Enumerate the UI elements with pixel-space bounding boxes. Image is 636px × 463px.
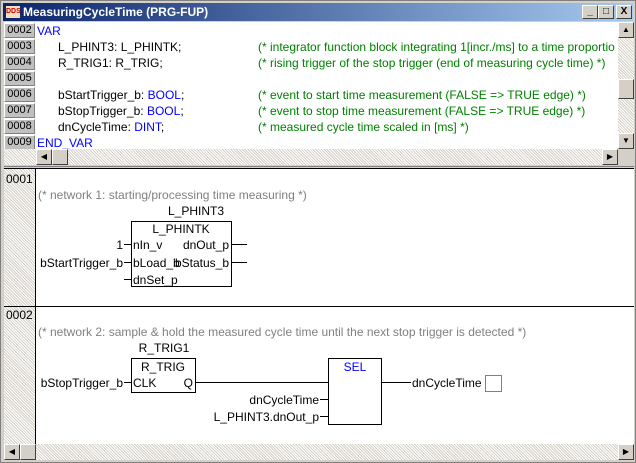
declaration-line[interactable]: VAR xyxy=(37,23,61,39)
scroll-down-icon[interactable]: ▼ xyxy=(618,133,634,149)
sel-block[interactable] xyxy=(328,358,382,425)
function-block[interactable] xyxy=(131,358,196,393)
scroll-thumb[interactable] xyxy=(20,444,36,460)
minimize-button[interactable]: _ xyxy=(582,5,598,19)
scroll-right-icon[interactable]: ▶ xyxy=(602,149,618,165)
title-bar: DDS MeasuringCycleTime (PRG-FUP) xyxy=(3,3,633,21)
input-value[interactable]: 1 xyxy=(116,238,123,252)
comment: (* measured cycle time scaled in [ms] *) xyxy=(258,120,469,134)
network-number: 0001 xyxy=(6,172,33,186)
comment: (* rising trigger of the stop trigger (e… xyxy=(258,56,606,70)
declaration-line[interactable]: L_PHINT3: L_PHINTK; xyxy=(58,39,181,55)
input-value[interactable]: bStartTrigger_b xyxy=(40,256,123,270)
keyword: END_VAR xyxy=(37,136,93,149)
line-number: 0008 xyxy=(4,119,35,134)
output-variable[interactable]: dnCycleTime xyxy=(412,376,482,390)
comment: (* event to stop time measurement (FALSE… xyxy=(258,104,586,118)
variable-decl: bStartTrigger_b: xyxy=(58,88,148,102)
fb-instance-name[interactable]: L_PHINT3 xyxy=(168,204,224,218)
pin-label: dnOut_p xyxy=(183,238,229,252)
fb-type: R_TRIG xyxy=(141,360,185,374)
scroll-left-icon[interactable]: ◀ xyxy=(4,444,20,460)
pin-label: nIn_v xyxy=(133,238,162,252)
network-comment: (* network 1: starting/processing time m… xyxy=(38,188,307,202)
fbd-editor[interactable]: 0001 (* network 1: starting/processing t… xyxy=(4,169,634,444)
scroll-thumb[interactable] xyxy=(52,149,68,165)
pin-label: bLoad_b xyxy=(133,256,180,270)
line-number: 0007 xyxy=(4,103,35,118)
keyword: DINT xyxy=(134,120,161,134)
network-number: 0002 xyxy=(6,308,33,322)
declaration-line[interactable]: bStopTrigger_b: BOOL; xyxy=(58,103,184,119)
app-icon: DDS xyxy=(6,6,21,18)
variable-decl: R_TRIG1: R_TRIG; xyxy=(58,56,163,70)
declaration-line[interactable]: END_VAR xyxy=(37,135,93,149)
operator-name: SEL xyxy=(344,360,367,374)
scroll-right-icon[interactable]: ▶ xyxy=(618,444,634,460)
line-number: 0003 xyxy=(4,39,35,54)
input-value[interactable]: bStopTrigger_b xyxy=(41,376,124,390)
line-number: 0009 xyxy=(4,135,35,149)
variable-decl: L_PHINT3: L_PHINTK; xyxy=(58,40,182,54)
semicolon: ; xyxy=(160,120,165,134)
variable-decl: bStopTrigger_b: xyxy=(58,104,147,118)
line-number: 0006 xyxy=(4,87,35,102)
declaration-line[interactable]: R_TRIG1: R_TRIG; xyxy=(58,55,163,71)
comment: (* integrator function block integrating… xyxy=(258,40,615,54)
maximize-button[interactable]: □ xyxy=(598,5,614,19)
line-number: 0002 xyxy=(4,23,35,38)
window-title: MeasuringCycleTime (PRG-FUP) xyxy=(23,5,209,19)
declaration-line[interactable]: dnCycleTime: DINT; xyxy=(58,119,164,135)
focus-placeholder[interactable] xyxy=(485,375,502,392)
pin-label: CLK xyxy=(133,376,156,390)
scroll-thumb[interactable] xyxy=(618,79,634,99)
pin-label: Q xyxy=(184,376,193,390)
fb-type: L_PHINTK xyxy=(152,222,209,236)
pin-label: dnSet_p xyxy=(133,273,178,287)
network-comment: (* network 2: sample & hold the measured… xyxy=(38,325,526,339)
input-value[interactable]: dnCycleTime xyxy=(249,393,319,407)
scroll-left-icon[interactable]: ◀ xyxy=(36,149,52,165)
keyword: BOOL xyxy=(147,88,181,102)
input-value[interactable]: L_PHINT3.dnOut_p xyxy=(214,410,320,424)
fb-instance-name[interactable]: R_TRIG1 xyxy=(139,341,190,355)
fbd-hscrollbar[interactable]: ◀ ▶ xyxy=(4,444,634,460)
close-button[interactable]: X xyxy=(616,5,632,19)
semicolon: ; xyxy=(180,104,184,118)
keyword: BOOL xyxy=(146,104,181,118)
line-number: 0004 xyxy=(4,55,35,70)
splitter[interactable] xyxy=(4,166,634,169)
declaration-vscrollbar[interactable]: ▲ ▼ xyxy=(618,22,634,149)
declaration-hscrollbar[interactable]: ◀ ▶ xyxy=(4,149,618,165)
declaration-line[interactable]: bStartTrigger_b: BOOL; xyxy=(58,87,184,103)
variable-decl: dnCycleTime: xyxy=(58,120,135,134)
semicolon: ; xyxy=(180,88,185,102)
scroll-up-icon[interactable]: ▲ xyxy=(618,22,634,38)
keyword: VAR xyxy=(37,24,61,38)
line-number: 0005 xyxy=(4,71,35,86)
function-block[interactable] xyxy=(131,221,232,287)
pin-label: bStatus_b xyxy=(175,256,229,270)
comment: (* event to start time measurement (FALS… xyxy=(258,88,586,102)
